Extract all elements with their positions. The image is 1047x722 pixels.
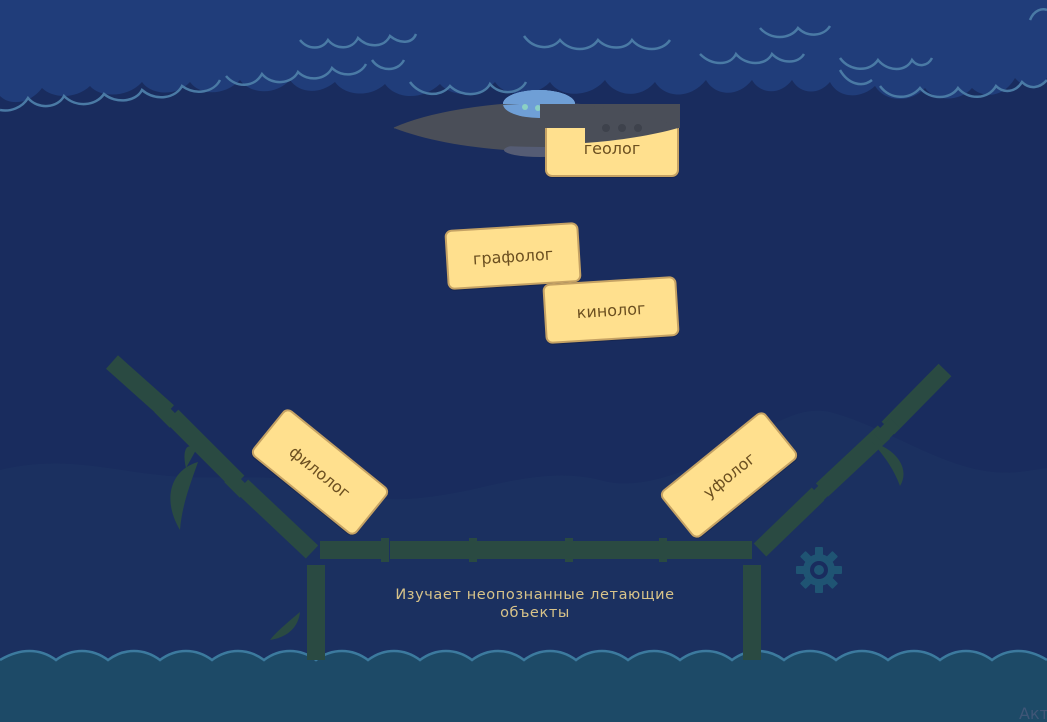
clue-text: Изучает неопознанные летающие объекты <box>395 587 675 621</box>
word-card-grafolog[interactable]: графолог <box>444 221 582 291</box>
water <box>0 651 1047 722</box>
word-card-label: уфолог <box>699 448 759 502</box>
word-card-kinolog[interactable]: кинолог <box>542 275 680 345</box>
word-card-label: кинолог <box>576 298 646 322</box>
activation-watermark: Акт <box>1019 704 1047 722</box>
settings-button[interactable] <box>794 545 844 595</box>
word-card-geolog[interactable]: геолог <box>545 119 679 177</box>
cloud-outline <box>0 8 1047 112</box>
word-card-label: графолог <box>472 244 554 268</box>
water-outline <box>0 649 1047 662</box>
gear-icon <box>796 547 842 593</box>
word-card-label: геолог <box>583 138 641 158</box>
hills <box>0 410 1047 660</box>
